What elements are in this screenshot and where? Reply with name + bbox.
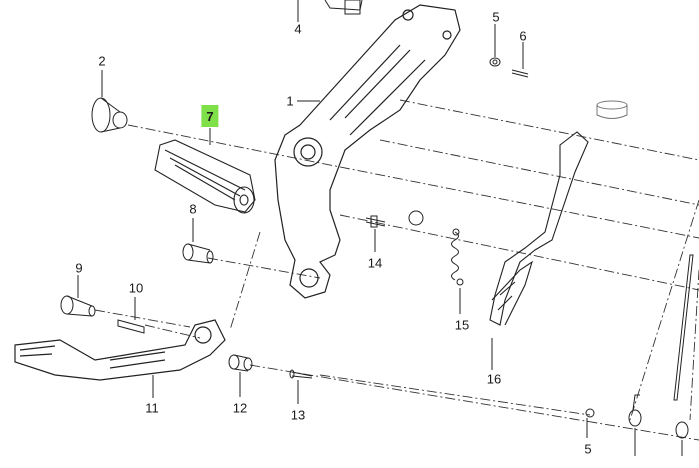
top-right-cap — [596, 100, 628, 119]
part-1-footrest-bracket — [274, 4, 461, 299]
callout-15: 15 — [454, 317, 470, 333]
callout-2: 2 — [98, 53, 106, 69]
callout-10: 10 — [128, 280, 144, 296]
callout-16: 16 — [486, 371, 502, 387]
callout-8: 8 — [189, 201, 197, 217]
rod-end-joint — [628, 394, 642, 427]
part-16-shifter-arm — [489, 131, 589, 326]
part-14-adjuster — [365, 215, 386, 228]
part-5-washer-bottom — [585, 408, 595, 418]
part-7-footpeg — [154, 139, 256, 214]
part-4 — [324, 0, 363, 15]
part-8-pin — [182, 243, 214, 264]
rod-end-right — [675, 421, 689, 439]
callout-1: 1 — [286, 93, 294, 109]
callout-5-bottom: 5 — [584, 441, 592, 457]
callout-9: 9 — [75, 260, 83, 276]
part-10-shaft — [117, 319, 145, 334]
part-9-pivot-bolt — [60, 295, 96, 317]
part-11-brake-pedal — [14, 319, 226, 381]
callout-11: 11 — [145, 400, 159, 416]
part-15-spring — [408, 210, 464, 286]
callout-12: 12 — [232, 400, 248, 416]
callout-14: 14 — [367, 255, 383, 271]
part-2-bolt — [91, 97, 128, 133]
part-5-washer-top — [489, 57, 501, 67]
axis-lines — [94, 99, 699, 441]
part-6-screw — [511, 69, 529, 78]
callout-13: 13 — [290, 407, 306, 423]
callout-6: 6 — [519, 28, 527, 44]
callout-5-top: 5 — [492, 9, 500, 25]
callout-4: 4 — [294, 21, 302, 37]
part-12-bushing — [228, 354, 253, 372]
part-13-bolt — [289, 369, 313, 379]
callout-7-highlighted[interactable]: 7 — [201, 105, 219, 127]
shift-rod — [673, 254, 694, 401]
leader-lines — [77, 0, 683, 456]
